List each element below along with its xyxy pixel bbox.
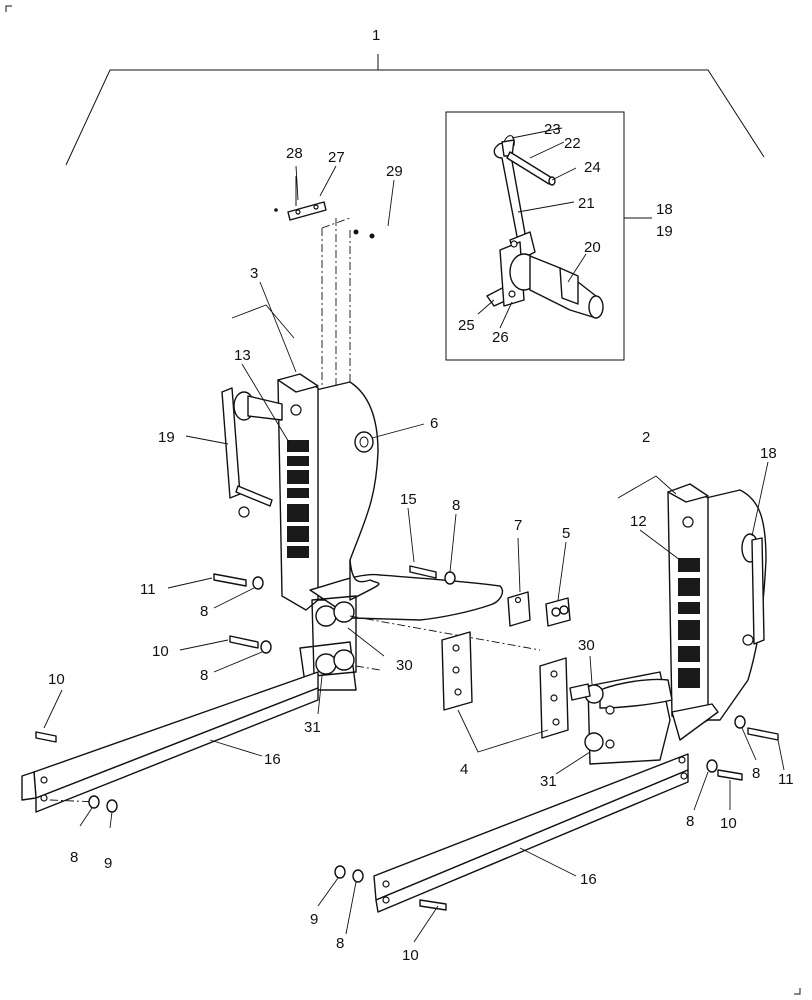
callout-10-c: 10 xyxy=(720,815,737,832)
assembly-bracket xyxy=(65,54,765,166)
callout-1: 1 xyxy=(372,27,380,44)
callout-18: 18 xyxy=(760,445,777,462)
callout-9-b: 9 xyxy=(310,911,318,928)
callout-12: 12 xyxy=(630,513,647,530)
callout-20: 20 xyxy=(584,239,601,256)
small-plates xyxy=(507,591,571,627)
callout-9-a: 9 xyxy=(104,855,112,872)
callout-28: 28 xyxy=(286,145,303,162)
callout-31-a: 31 xyxy=(304,719,321,736)
callout-13: 13 xyxy=(234,347,251,364)
callout-30-a: 30 xyxy=(578,637,595,654)
callout-8-c: 8 xyxy=(200,667,208,684)
left-bar xyxy=(21,671,319,813)
callout-8-b: 8 xyxy=(200,603,208,620)
plates-4 xyxy=(441,631,569,753)
callout-30-b: 30 xyxy=(396,657,413,674)
left-bracket xyxy=(221,373,541,691)
hardware-right xyxy=(706,715,779,781)
callout-10-b: 10 xyxy=(48,671,65,688)
callout-11-a: 11 xyxy=(140,581,156,598)
callout-26: 26 xyxy=(492,329,509,346)
callout-2: 2 xyxy=(642,429,650,446)
callout-23: 23 xyxy=(544,121,561,138)
callout-24: 24 xyxy=(584,159,601,176)
callout-4: 4 xyxy=(460,761,468,778)
callout-31-b: 31 xyxy=(540,773,557,790)
callout-8-a: 8 xyxy=(452,497,460,514)
callout-10-a: 10 xyxy=(152,643,169,660)
callout-27: 27 xyxy=(328,149,345,166)
callout-22: 22 xyxy=(564,135,581,152)
callout-21: 21 xyxy=(578,195,595,212)
callout-3: 3 xyxy=(250,265,258,282)
callout-6: 6 xyxy=(430,415,438,432)
leader-lines xyxy=(43,127,785,943)
callout-labels: 1 23 22 24 21 18 19 20 25 26 28 27 29 3 … xyxy=(48,27,794,964)
callout-16-a: 16 xyxy=(264,751,281,768)
right-bracket xyxy=(569,483,767,765)
hardware-left xyxy=(35,565,456,743)
callout-15: 15 xyxy=(400,491,417,508)
right-bar xyxy=(334,753,689,913)
callout-8-d: 8 xyxy=(752,765,760,782)
callout-18-inset: 18 xyxy=(656,201,673,218)
callout-5: 5 xyxy=(562,525,570,542)
callout-7: 7 xyxy=(514,517,522,534)
detail-inset xyxy=(445,111,652,361)
callout-16-b: 16 xyxy=(580,871,597,888)
callout-11-b: 11 xyxy=(778,771,794,788)
callout-19-inset: 19 xyxy=(656,223,673,240)
callout-8-f: 8 xyxy=(70,849,78,866)
callout-29: 29 xyxy=(386,163,403,180)
callout-8-g: 8 xyxy=(336,935,344,952)
callout-25: 25 xyxy=(458,317,475,334)
callout-8-e: 8 xyxy=(686,813,694,830)
callout-10-d: 10 xyxy=(402,947,419,964)
callout-19: 19 xyxy=(158,429,175,446)
crop-marks xyxy=(5,5,801,995)
